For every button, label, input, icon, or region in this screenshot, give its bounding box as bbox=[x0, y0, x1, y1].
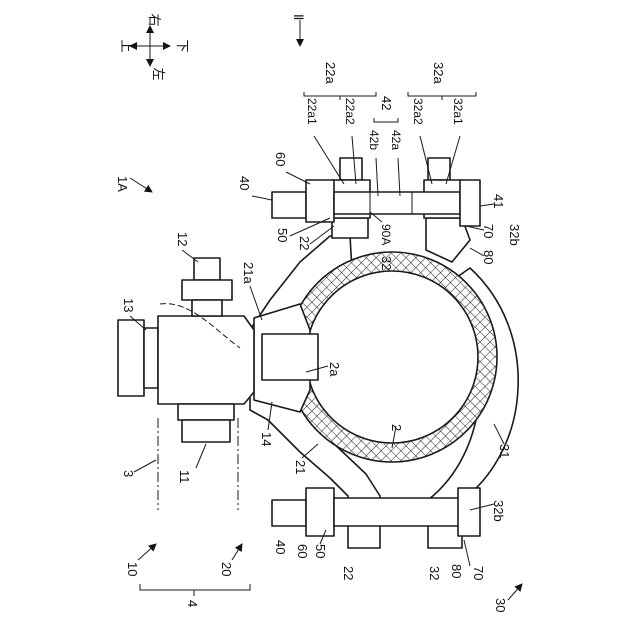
label-32a: 32a bbox=[431, 62, 446, 84]
label-14: 14 bbox=[259, 432, 274, 446]
label-2a: 2a bbox=[327, 362, 342, 377]
label-32-bottom: 32 bbox=[427, 566, 442, 580]
label-13: 13 bbox=[121, 298, 136, 312]
valve-assembly bbox=[118, 258, 254, 442]
label-21: 21 bbox=[293, 460, 308, 474]
label-32a1: 32a1 bbox=[451, 98, 465, 125]
label-1a: 1A bbox=[115, 176, 130, 192]
label-40-top: 40 bbox=[237, 176, 252, 190]
label-12: 12 bbox=[175, 232, 190, 246]
label-50-bottom: 50 bbox=[313, 544, 328, 558]
label-3: 3 bbox=[121, 470, 136, 477]
label-60-top: 60 bbox=[273, 152, 288, 166]
label-40-bottom: 40 bbox=[273, 540, 288, 554]
label-90a: 90A bbox=[379, 224, 393, 245]
label-22a2: 22a2 bbox=[343, 98, 357, 125]
label-70-bottom: 70 bbox=[471, 566, 486, 580]
direction-right-label: 右 bbox=[147, 13, 162, 26]
label-31: 31 bbox=[497, 444, 512, 458]
orientation-indicator: 右 左 上 下 bbox=[119, 13, 190, 80]
direction-up-label: 上 bbox=[119, 39, 134, 52]
label-11: 11 bbox=[177, 470, 192, 484]
label-41: 41 bbox=[491, 194, 506, 208]
label-22-bottom: 22 bbox=[341, 566, 356, 580]
label-21a: 21a bbox=[241, 262, 256, 284]
direction-left-label: 左 bbox=[151, 67, 166, 80]
label-22a: 22a bbox=[323, 62, 338, 84]
view-marker-label: Ⅱ bbox=[291, 14, 306, 20]
label-20: 20 bbox=[219, 562, 234, 576]
label-2: 2 bbox=[389, 424, 404, 431]
unit-4-bracket bbox=[140, 584, 250, 596]
label-70-top: 70 bbox=[481, 224, 496, 238]
label-30: 30 bbox=[493, 598, 508, 612]
label-60-bottom: 60 bbox=[295, 544, 310, 558]
view-marker: Ⅱ bbox=[291, 14, 306, 46]
label-32b-bottom: 32b bbox=[491, 500, 506, 522]
label-32a2: 32a2 bbox=[411, 98, 425, 125]
direction-down-label: 下 bbox=[175, 39, 190, 52]
label-80-top: 80 bbox=[481, 250, 496, 264]
label-10: 10 bbox=[125, 562, 140, 576]
label-4: 4 bbox=[185, 600, 200, 607]
label-32-top: 32 bbox=[379, 256, 394, 270]
label-42: 42 bbox=[379, 96, 394, 110]
label-42b: 42b bbox=[367, 130, 381, 150]
label-50-top: 50 bbox=[275, 228, 290, 242]
label-22a1: 22a1 bbox=[305, 98, 319, 125]
label-22-top: 22 bbox=[297, 236, 312, 250]
label-42a: 42a bbox=[389, 130, 403, 150]
label-32b-top: 32b bbox=[507, 224, 522, 246]
label-80-bottom: 80 bbox=[449, 564, 464, 578]
